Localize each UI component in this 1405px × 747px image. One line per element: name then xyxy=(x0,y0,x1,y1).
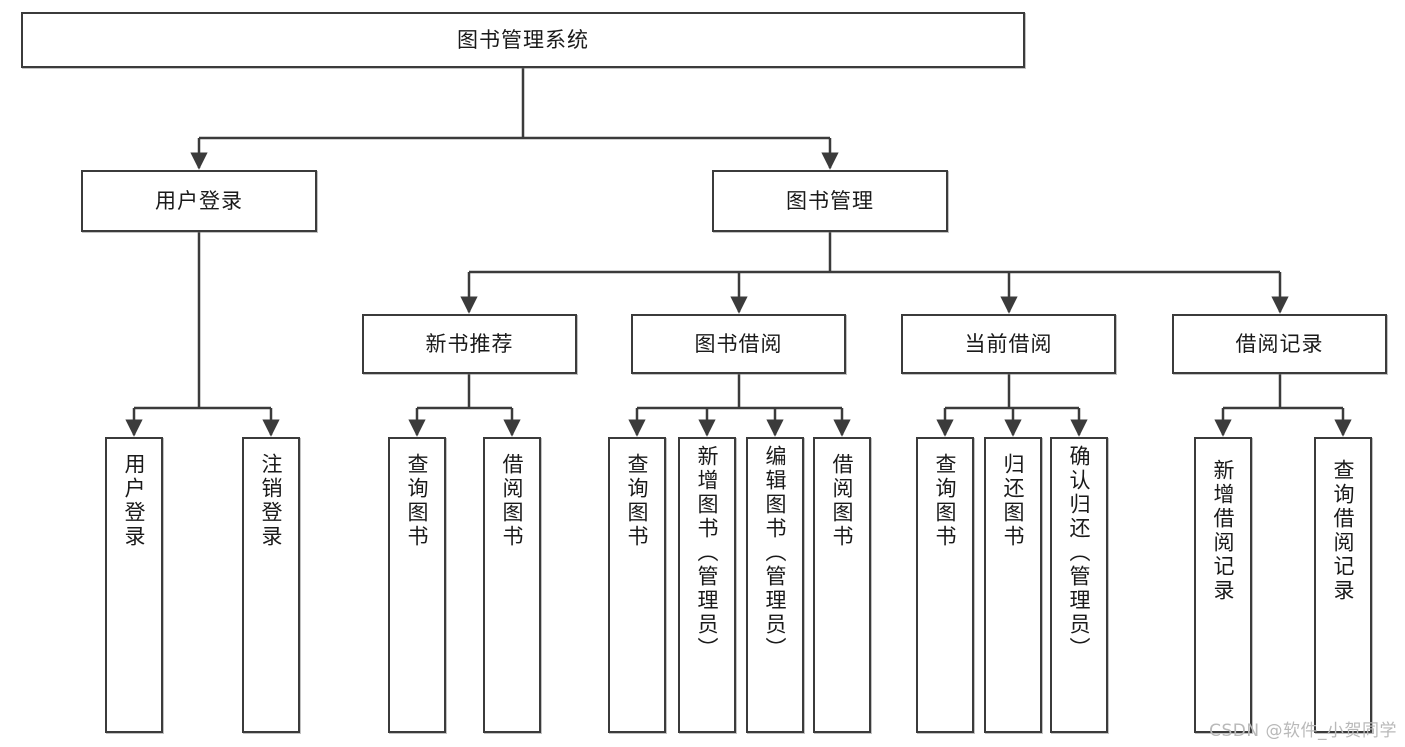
leaf-return-book[interactable]: 归还图书 xyxy=(984,437,1042,733)
node-book-borrow[interactable]: 图书借阅 xyxy=(631,314,846,374)
leaf-query-book-1[interactable]: 查询图书 xyxy=(388,437,446,733)
node-root[interactable]: 图书管理系统 xyxy=(21,12,1025,68)
leaf-user-logout-label: 注销登录 xyxy=(259,453,284,549)
leaf-return-book-label: 归还图书 xyxy=(1001,453,1026,549)
leaf-add-book[interactable]: 新增图书（管理员） xyxy=(678,437,736,733)
leaf-query-record[interactable]: 查询借阅记录 xyxy=(1314,437,1372,733)
leaf-user-logout[interactable]: 注销登录 xyxy=(242,437,300,733)
leaf-borrow-book-2-label: 借阅图书 xyxy=(830,453,855,549)
leaf-query-record-label: 查询借阅记录 xyxy=(1331,459,1356,603)
leaf-user-login[interactable]: 用户登录 xyxy=(105,437,163,733)
node-book-borrow-label: 图书借阅 xyxy=(694,331,783,356)
leaf-query-book-3-label: 查询图书 xyxy=(933,453,958,549)
leaf-user-login-label: 用户登录 xyxy=(122,453,147,549)
node-current-borrow[interactable]: 当前借阅 xyxy=(901,314,1116,374)
node-book-manage-label: 图书管理 xyxy=(786,188,874,213)
node-new-book-recommend[interactable]: 新书推荐 xyxy=(362,314,577,374)
leaf-query-book-2[interactable]: 查询图书 xyxy=(608,437,666,733)
leaf-query-book-1-label: 查询图书 xyxy=(405,453,430,549)
leaf-add-book-label: 新增图书（管理员） xyxy=(695,445,720,661)
node-root-label: 图书管理系统 xyxy=(457,27,589,52)
node-borrow-record[interactable]: 借阅记录 xyxy=(1172,314,1387,374)
leaf-confirm-return[interactable]: 确认归还（管理员） xyxy=(1050,437,1108,733)
node-book-manage[interactable]: 图书管理 xyxy=(712,170,948,232)
node-new-book-recommend-label: 新书推荐 xyxy=(425,331,514,356)
leaf-edit-book-label: 编辑图书（管理员） xyxy=(763,445,788,661)
leaf-borrow-book-1[interactable]: 借阅图书 xyxy=(483,437,541,733)
node-borrow-record-label: 借阅记录 xyxy=(1235,331,1324,356)
leaf-borrow-book-1-label: 借阅图书 xyxy=(500,453,525,549)
node-current-borrow-label: 当前借阅 xyxy=(964,331,1053,356)
leaf-borrow-book-2[interactable]: 借阅图书 xyxy=(813,437,871,733)
leaf-confirm-return-label: 确认归还（管理员） xyxy=(1067,445,1092,661)
leaf-add-record[interactable]: 新增借阅记录 xyxy=(1194,437,1252,733)
leaf-query-book-3[interactable]: 查询图书 xyxy=(916,437,974,733)
leaf-edit-book[interactable]: 编辑图书（管理员） xyxy=(746,437,804,733)
node-user-login-label: 用户登录 xyxy=(155,188,243,213)
leaf-query-book-2-label: 查询图书 xyxy=(625,453,650,549)
csdn-watermark: CSDN @软件_小贺同学 xyxy=(1209,721,1397,741)
node-user-login[interactable]: 用户登录 xyxy=(81,170,317,232)
leaf-add-record-label: 新增借阅记录 xyxy=(1211,459,1236,603)
